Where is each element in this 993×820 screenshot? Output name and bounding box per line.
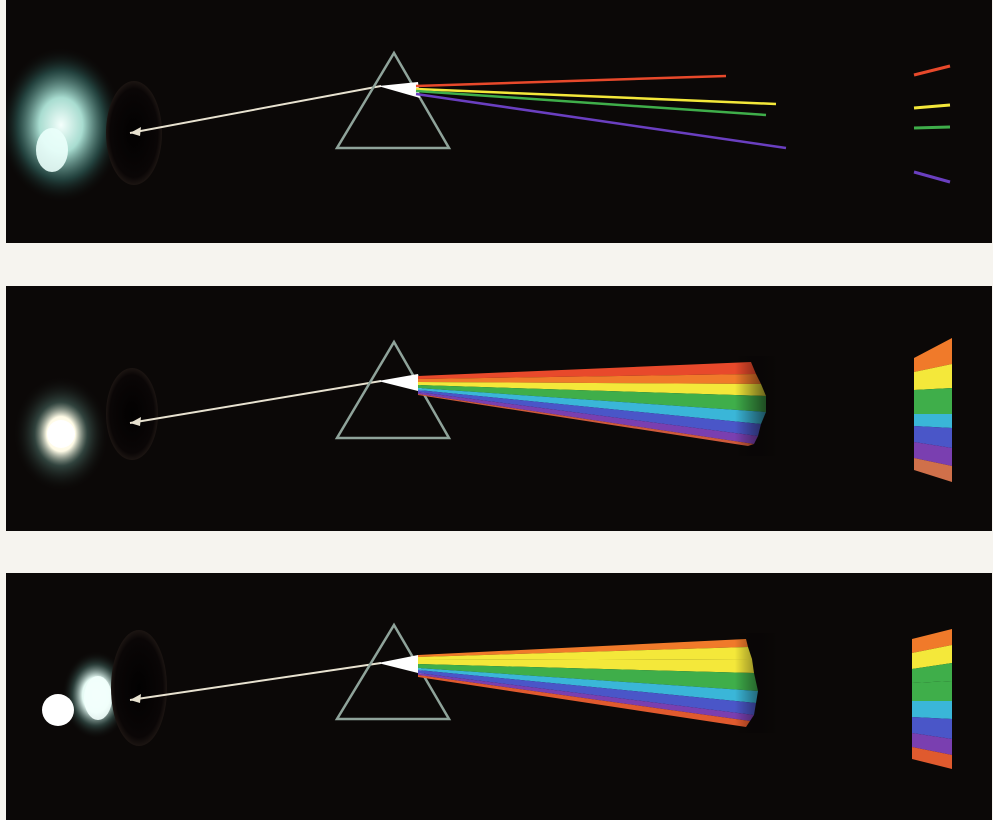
screen-line-green — [914, 127, 950, 128]
prism-light-path — [378, 82, 420, 98]
spectrum-screen — [912, 629, 952, 769]
continuous-spectrum-illustration — [6, 286, 992, 531]
light-source-bright-1 — [42, 694, 74, 726]
screen-line-yellow — [914, 105, 950, 108]
incident-ray — [130, 381, 381, 423]
prism — [337, 53, 449, 148]
spectrum-fan — [418, 356, 778, 456]
line-spectrum-illustration — [6, 0, 992, 243]
prism-light-path — [378, 374, 422, 392]
prism-light-path — [378, 655, 422, 674]
combined-spectrum-illustration — [6, 573, 992, 820]
combined-spectrum-panel — [6, 573, 992, 820]
incident-ray — [130, 86, 381, 133]
light-source-bright — [36, 128, 68, 172]
light-source-glow — [6, 47, 123, 203]
aperture-disc — [111, 630, 167, 746]
spectrum-fan — [418, 633, 778, 733]
ray-green — [416, 91, 766, 115]
ray-red — [416, 76, 726, 86]
light-source-bright — [47, 420, 75, 448]
incident-ray — [130, 663, 381, 700]
light-source-bright-2 — [84, 676, 112, 720]
continuous-spectrum-panel — [6, 286, 992, 531]
aperture-disc — [106, 368, 158, 460]
spectrum-screen — [914, 338, 952, 482]
line-spectrum-panel — [6, 0, 992, 243]
screen-line-red — [914, 66, 950, 75]
screen-line-violet — [914, 172, 950, 182]
